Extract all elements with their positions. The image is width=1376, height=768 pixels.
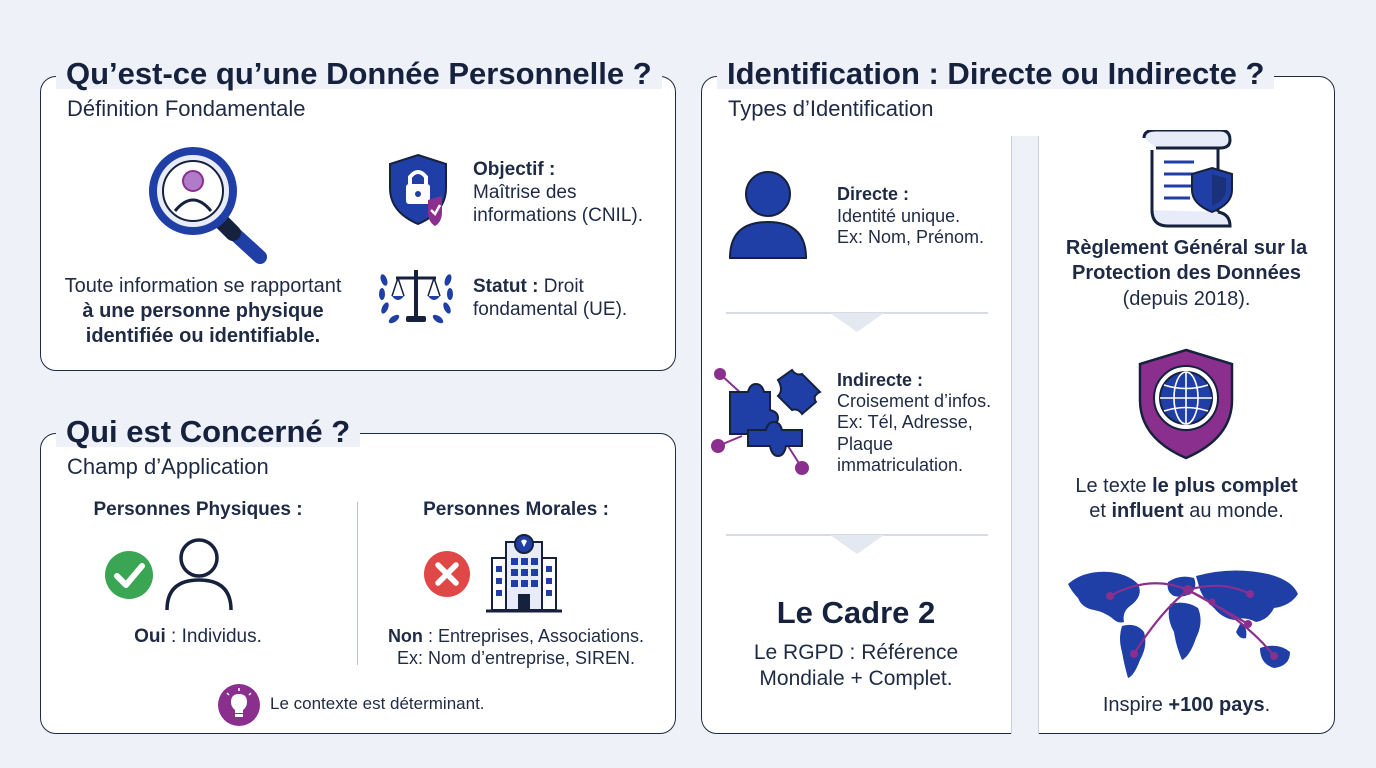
texte-bold2: influent	[1111, 500, 1184, 523]
cadre-title: Le Cadre 2	[776, 595, 936, 630]
objectif-block: Objectif : Maîtrise des informations (CN…	[473, 159, 643, 227]
objectif-line2: informations (CNIL).	[473, 204, 643, 226]
definition-line2: à une personne physique	[82, 300, 324, 322]
person-outline-icon	[162, 536, 236, 612]
scales-justice-icon	[376, 262, 456, 328]
identification-subtitle: Types d’Identification	[728, 96, 934, 121]
texte-prefix: Le texte	[1075, 475, 1153, 497]
column-divider	[1011, 136, 1039, 734]
direct-line1: Identité unique.	[837, 205, 961, 226]
reglement-text: Règlement Général sur la Protection des …	[1040, 236, 1333, 312]
scope-subtitle: Champ d’Application	[67, 454, 269, 479]
identification-title: Identification : Directe ou Indirecte ?	[717, 58, 1275, 89]
cadre-text: Le RGPD : Référence Mondiale + Complet.	[715, 640, 997, 693]
definition-line3: identifiée ou identifiable.	[85, 325, 321, 347]
inspire-bold: +100 pays	[1168, 694, 1265, 716]
moral-answer-text: Non : Entreprises, Associations. Ex: Nom…	[366, 626, 666, 669]
scope-divider	[357, 502, 358, 665]
inspire-text: Inspire +100 pays.	[1040, 693, 1333, 717]
indirect-label: Indirecte :	[837, 370, 924, 390]
cross-icon	[423, 550, 471, 598]
moral-answer: Non	[387, 626, 423, 646]
reglement-line1: Règlement Général sur la	[1065, 237, 1308, 259]
direct-label: Directe :	[837, 184, 910, 204]
definition-main-text: Toute information se rapportant à une pe…	[48, 274, 358, 349]
puzzle-icon	[708, 364, 828, 482]
magnifier-person-icon	[145, 145, 270, 265]
indirect-line4: immatriculation.	[837, 454, 964, 475]
shield-lock-icon	[386, 152, 456, 228]
building-icon	[484, 532, 564, 614]
objectif-label: Objectif :	[473, 159, 556, 180]
texte-suffix: au monde.	[1183, 500, 1284, 523]
indirect-line2: Ex: Tél, Adresse,	[837, 412, 973, 433]
statut-line1: Droit	[538, 276, 584, 297]
physical-heading: Personnes Physiques :	[93, 499, 303, 520]
separator-arrow-1	[726, 312, 988, 336]
scroll-shield-icon	[1136, 130, 1236, 230]
direct-block: Directe : Identité unique. Ex: Nom, Prén…	[837, 184, 984, 249]
physical-answer-text: Oui : Individus.	[60, 626, 336, 649]
reglement-line3: (depuis 2018).	[1122, 287, 1251, 310]
direct-line2: Ex: Nom, Prénom.	[837, 227, 985, 248]
check-icon	[104, 550, 154, 600]
physical-answer: Oui	[134, 626, 166, 647]
inspire-prefix: Inspire	[1102, 694, 1169, 716]
moral-heading: Personnes Morales :	[423, 499, 609, 520]
definition-line1: Toute information se rapportant	[64, 275, 342, 297]
statut-line2: fondamental (UE).	[473, 298, 628, 320]
world-map-icon	[1064, 560, 1306, 686]
texte-mid: et	[1089, 500, 1112, 523]
scope-note: Le contexte est déterminant.	[270, 694, 485, 713]
texte-block: Le texte le plus complet et influent au …	[1040, 474, 1333, 525]
moral-text: : Entreprises, Associations.	[422, 626, 645, 646]
physical-text: : Individus.	[165, 626, 262, 647]
indirect-block: Indirecte : Croisement d’infos. Ex: Tél,…	[837, 370, 991, 476]
statut-label: Statut :	[473, 276, 539, 297]
texte-bold1: le plus complet	[1152, 475, 1298, 497]
indirect-line1: Croisement d’infos.	[837, 391, 992, 412]
person-solid-icon	[726, 168, 810, 262]
cadre-line2: Mondiale + Complet.	[759, 667, 953, 691]
definition-subtitle: Définition Fondamentale	[67, 96, 306, 121]
definition-title: Qu’est-ce qu’une Donnée Personnelle ?	[56, 58, 662, 89]
objectif-line1: Maîtrise des	[473, 181, 577, 203]
cadre-line1: Le RGPD : Référence	[753, 641, 959, 664]
globe-shield-icon	[1136, 348, 1236, 460]
definition-panel	[40, 76, 676, 371]
moral-example: Ex: Nom d’entreprise, SIREN.	[396, 647, 636, 668]
inspire-suffix: .	[1264, 694, 1271, 716]
statut-block: Statut : Droit fondamental (UE).	[473, 276, 627, 322]
separator-arrow-2	[726, 534, 988, 558]
lightbulb-icon	[217, 683, 261, 727]
reglement-line2: Protection des Données	[1072, 262, 1301, 285]
scope-title: Qui est Concerné ?	[56, 416, 361, 447]
indirect-line3: Plaque	[837, 433, 894, 454]
